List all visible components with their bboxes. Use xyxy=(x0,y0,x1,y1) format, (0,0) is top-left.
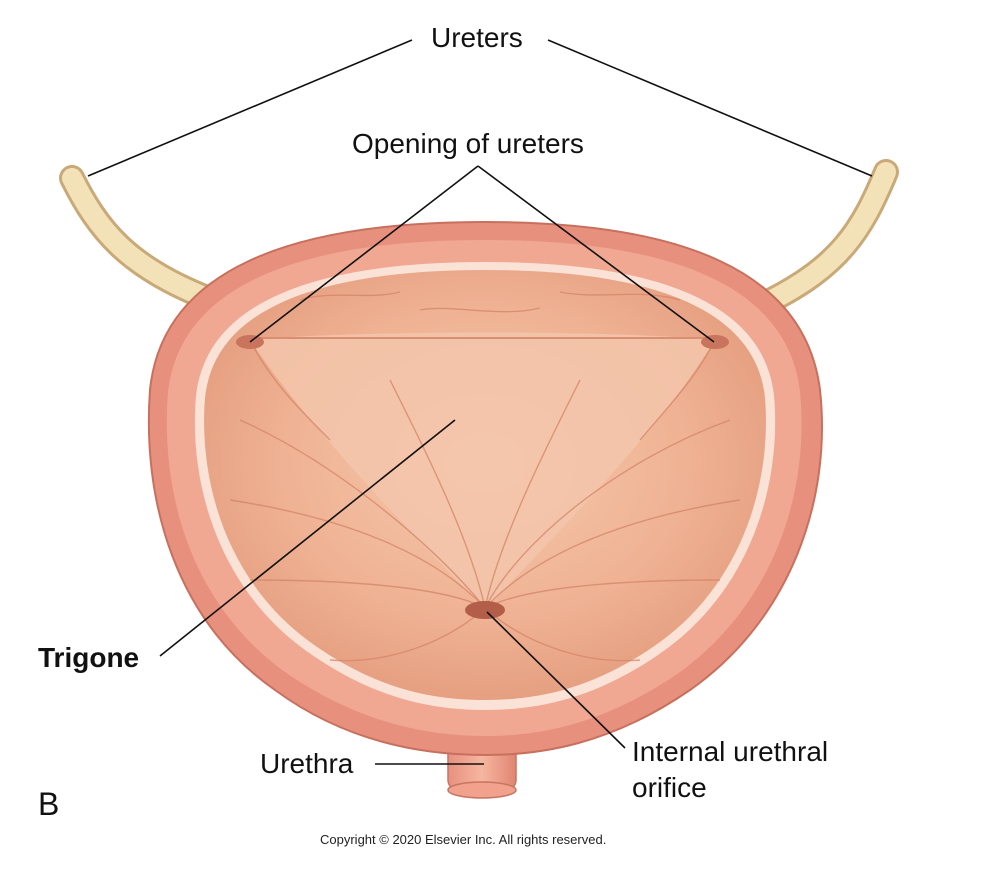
label-ureters: Ureters xyxy=(431,22,523,53)
urethral-orifice xyxy=(465,601,505,619)
label-trigone: Trigone xyxy=(38,642,140,673)
right-ureter-opening xyxy=(701,335,729,349)
mucosal-folds xyxy=(229,291,741,662)
left-ureter xyxy=(59,165,225,313)
panel-letter: B xyxy=(38,786,60,822)
trigone-region xyxy=(250,332,715,610)
right-ureter xyxy=(755,159,899,315)
label-internal-urethral-orifice-line1: Internal urethral xyxy=(632,736,829,767)
copyright-notice: Copyright © 2020 Elsevier Inc. All right… xyxy=(320,832,607,847)
label-internal-urethral-orifice-line2: orifice xyxy=(632,772,707,803)
leader-lines xyxy=(87,39,873,765)
label-urethra: Urethra xyxy=(260,748,354,779)
label-opening-of-ureters: Opening of ureters xyxy=(352,128,584,159)
